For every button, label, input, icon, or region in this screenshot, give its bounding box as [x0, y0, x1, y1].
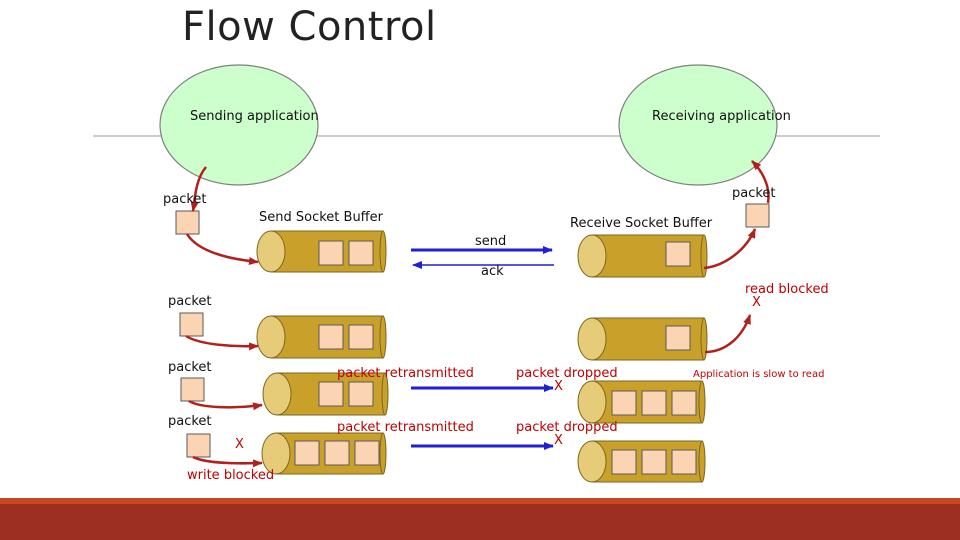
page-title: Flow Control [182, 4, 437, 50]
ack-arrow-label: ack [481, 264, 504, 279]
packet-dropped-label-1: packet dropped [516, 366, 618, 381]
packet-retransmitted-label-2: packet retransmitted [337, 420, 474, 435]
packet-label-row-2: packet [168, 294, 212, 309]
packet-label-row-3: packet [168, 360, 212, 375]
sending-application-ellipse [159, 64, 319, 186]
read-blocked-label: read blocked [745, 282, 829, 297]
packet-label-top-left: packet [163, 192, 207, 207]
packet-label-row-4: packet [168, 414, 212, 429]
write-blocked-label: write blocked [187, 468, 275, 483]
receiving-application-ellipse [618, 64, 778, 186]
buffered-packets [294, 240, 697, 475]
receiving-application-label: Receiving application [652, 109, 791, 124]
send-socket-buffer-label: Send Socket Buffer [259, 210, 383, 225]
write-blocked-x: X [235, 437, 244, 452]
footer-accent-bar [0, 498, 960, 504]
slow-application-note: Application is slow to read [693, 369, 825, 380]
packet-dropped-label-2: packet dropped [516, 420, 618, 435]
packet-retransmitted-label-1: packet retransmitted [337, 366, 474, 381]
footer-bar [0, 504, 960, 540]
standalone-packets [175, 203, 770, 458]
receive-socket-buffer-label: Receive Socket Buffer [570, 216, 713, 231]
packet-dropped-x-2: X [554, 433, 563, 448]
read-blocked-x: X [752, 295, 761, 310]
send-arrow-label: send [475, 234, 507, 249]
packet-dropped-x-1: X [554, 379, 563, 394]
packet-label-top-right: packet [732, 186, 776, 201]
data-flow-arrows [185, 160, 770, 468]
sending-application-label: Sending application [190, 109, 319, 124]
